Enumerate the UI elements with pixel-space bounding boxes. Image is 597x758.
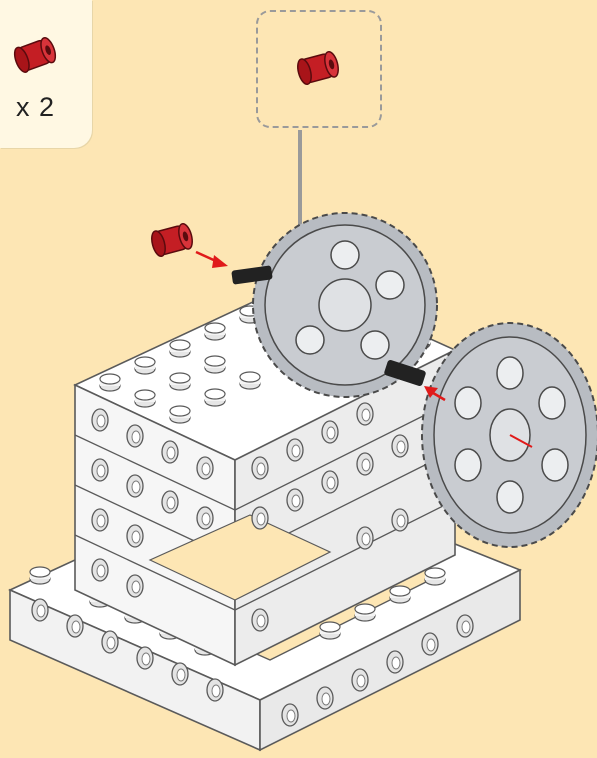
bushing-insert xyxy=(149,222,228,268)
front-gear xyxy=(422,323,597,547)
callout-bushing-icon xyxy=(295,50,340,85)
